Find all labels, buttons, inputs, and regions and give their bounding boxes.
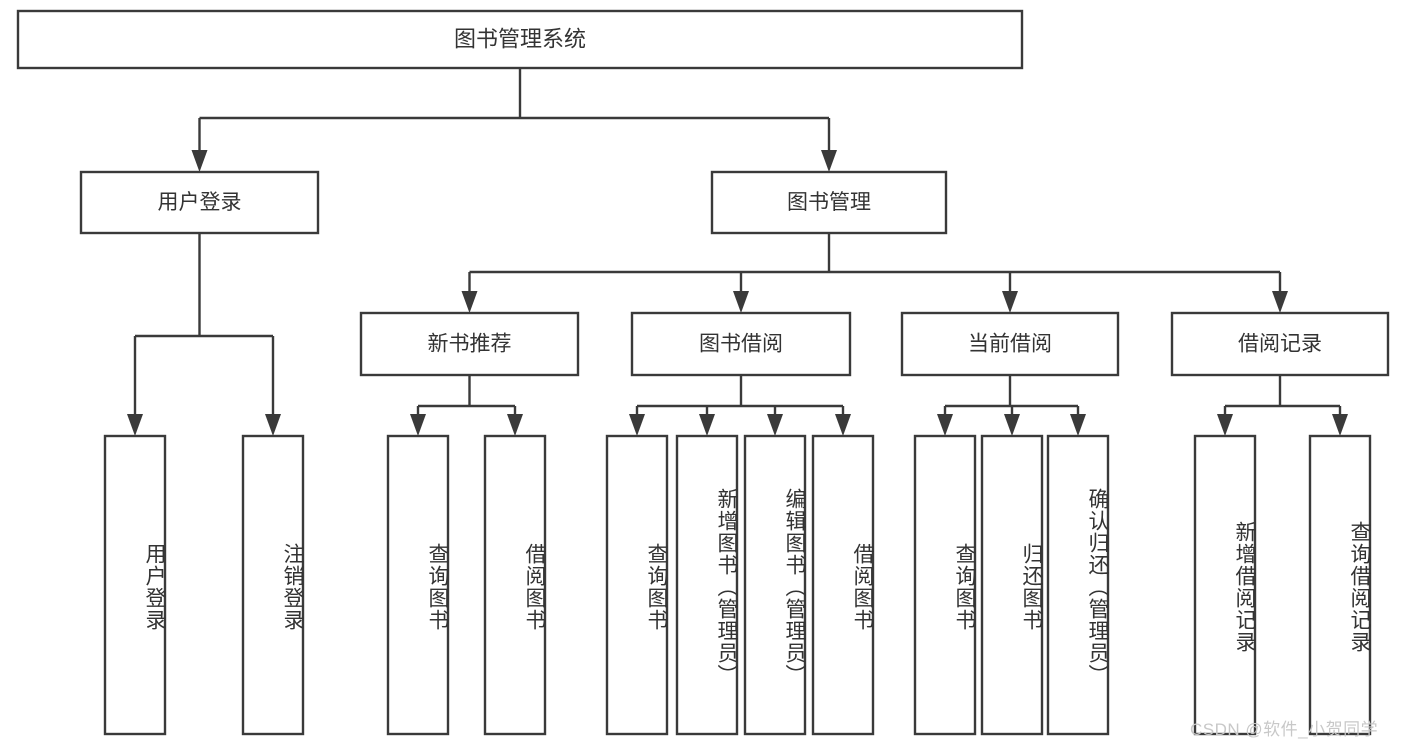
node-leaf-query-book-c[interactable]: [913, 434, 977, 736]
node-leaf-return-book-rect[interactable]: [980, 434, 1044, 736]
node-n-borrow-record-label: 借阅记录: [1238, 333, 1322, 356]
arrow-head-icon: [1004, 414, 1020, 436]
node-leaf-return-book[interactable]: [980, 434, 1044, 736]
node-root-rect[interactable]: [16, 9, 1024, 70]
node-n-new-book-rec[interactable]: 新书推荐: [359, 311, 580, 377]
node-leaf-query-book-rec-rect[interactable]: [386, 434, 450, 736]
node-leaf-user-login[interactable]: [103, 434, 167, 736]
node-n-user-login-rect[interactable]: [79, 170, 320, 235]
node-n-current-borrow-label: 当前借阅: [968, 333, 1052, 356]
arrow-head-icon: [265, 414, 281, 436]
node-n-current-borrow[interactable]: 当前借阅: [900, 311, 1120, 377]
node-leaf-query-record-rect[interactable]: [1308, 434, 1372, 736]
node-leaf-edit-book-rect[interactable]: [743, 434, 807, 736]
arrow-head-icon: [1332, 414, 1348, 436]
arrow-head-icon: [937, 414, 953, 436]
node-leaf-confirm-return-rect[interactable]: [1046, 434, 1110, 736]
node-n-user-login[interactable]: 用户登录: [79, 170, 320, 235]
arrow-head-icon: [821, 150, 837, 172]
node-leaf-query-book-b[interactable]: [605, 434, 669, 736]
node-n-new-book-rec-label: 新书推荐: [428, 333, 512, 356]
node-leaf-query-record[interactable]: [1308, 434, 1372, 736]
node-leaf-query-book-c-rect[interactable]: [913, 434, 977, 736]
node-n-book-borrow-label: 图书借阅: [699, 333, 783, 356]
arrow-head-icon: [1002, 291, 1018, 313]
node-leaf-borrow-book-b[interactable]: [811, 434, 875, 736]
arrow-head-icon: [191, 150, 208, 172]
node-n-book-borrow[interactable]: 图书借阅: [630, 311, 852, 377]
watermark-text: CSDN @软件_小贺同学: [1190, 720, 1379, 739]
node-leaf-user-login-rect[interactable]: [103, 434, 167, 736]
node-leaf-add-book[interactable]: [675, 434, 739, 736]
arrow-head-icon: [733, 291, 749, 313]
node-leaf-borrow-book-rec-rect[interactable]: [483, 434, 547, 736]
node-leaf-add-record-rect[interactable]: [1193, 434, 1257, 736]
node-n-user-login-label: 用户登录: [158, 191, 242, 214]
node-leaf-query-book-rec[interactable]: [386, 434, 450, 736]
node-leaf-add-book-rect[interactable]: [675, 434, 739, 736]
node-leaf-logout[interactable]: [241, 434, 305, 736]
node-root-label: 图书管理系统: [454, 26, 586, 51]
arrow-head-icon: [507, 414, 523, 436]
arrow-head-icon: [1070, 414, 1086, 436]
node-leaf-query-book-b-rect[interactable]: [605, 434, 669, 736]
node-n-book-borrow-rect[interactable]: [630, 311, 852, 377]
connectors-layer: [127, 68, 1348, 436]
arrow-head-icon: [699, 414, 715, 436]
arrow-head-icon: [767, 414, 783, 436]
node-leaf-logout-rect[interactable]: [241, 434, 305, 736]
arrow-head-icon: [127, 414, 143, 436]
arrow-head-icon: [1272, 291, 1288, 313]
arrow-head-icon: [461, 291, 478, 313]
node-n-current-borrow-rect[interactable]: [900, 311, 1120, 377]
node-leaf-borrow-book-b-rect[interactable]: [811, 434, 875, 736]
node-n-book-manage[interactable]: 图书管理: [710, 170, 948, 235]
node-root[interactable]: 图书管理系统: [16, 9, 1024, 70]
node-n-borrow-record[interactable]: 借阅记录: [1170, 311, 1390, 377]
arrow-head-icon: [410, 414, 426, 436]
arrow-head-icon: [1217, 414, 1233, 436]
node-leaf-borrow-book-rec[interactable]: [483, 434, 547, 736]
arrow-head-icon: [629, 414, 645, 436]
node-leaf-confirm-return[interactable]: [1046, 434, 1110, 736]
node-leaf-edit-book[interactable]: [743, 434, 807, 736]
node-n-book-manage-label: 图书管理: [787, 191, 871, 214]
arrow-head-icon: [835, 414, 851, 436]
node-n-new-book-rec-rect[interactable]: [359, 311, 580, 377]
node-leaf-add-record[interactable]: [1193, 434, 1257, 736]
node-n-borrow-record-rect[interactable]: [1170, 311, 1390, 377]
node-n-book-manage-rect[interactable]: [710, 170, 948, 235]
